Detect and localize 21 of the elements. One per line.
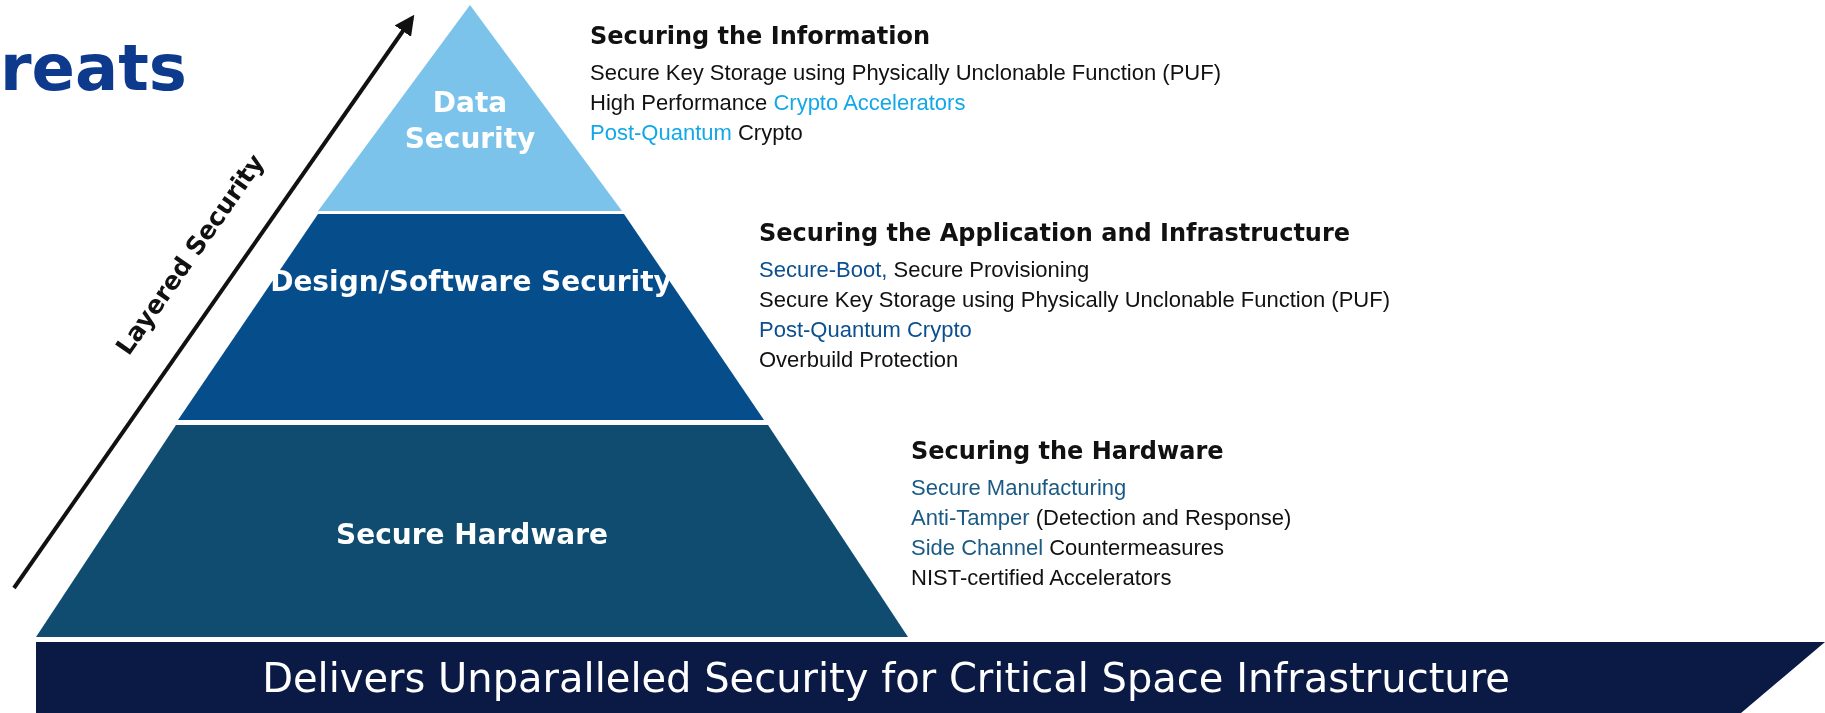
feature-line: Post-Quantum Crypto	[590, 120, 803, 146]
tier-label: Design/Software Security	[269, 264, 673, 300]
feature-line: Overbuild Protection	[759, 347, 959, 373]
feature-line: Side Channel Countermeasures	[911, 535, 1225, 561]
banner-text: Delivers Unparalleled Security for Critical Space Infrastructure	[261, 654, 1511, 703]
feature-line: Secure Key Storage using Physically Unclonable Function (PUF)	[590, 60, 1221, 86]
feature-line: Post-Quantum Crypto	[759, 317, 972, 343]
title-fragment: reats	[0, 36, 187, 100]
tier-label: Secure Hardware	[335, 517, 609, 553]
tier-label: Data Security	[403, 85, 537, 158]
feature-line: Anti-Tamper (Detection and Response)	[911, 505, 1292, 531]
feature-line: Secure Manufacturing	[911, 475, 1127, 501]
section-heading: Securing the Application and Infrastructure	[759, 219, 1351, 247]
section-heading: Securing the Hardware	[911, 437, 1224, 465]
feature-line: NIST-certified Accelerators	[911, 565, 1172, 591]
banner	[36, 642, 1825, 713]
feature-line: Secure Key Storage using Physically Unclonable Function (PUF)	[759, 287, 1390, 313]
section-heading: Securing the Information	[590, 22, 930, 50]
feature-line: Secure-Boot, Secure Provisioning	[759, 257, 1090, 283]
pyramid-bottom-tier	[36, 425, 908, 637]
feature-line: High Performance Crypto Accelerators	[590, 90, 966, 116]
